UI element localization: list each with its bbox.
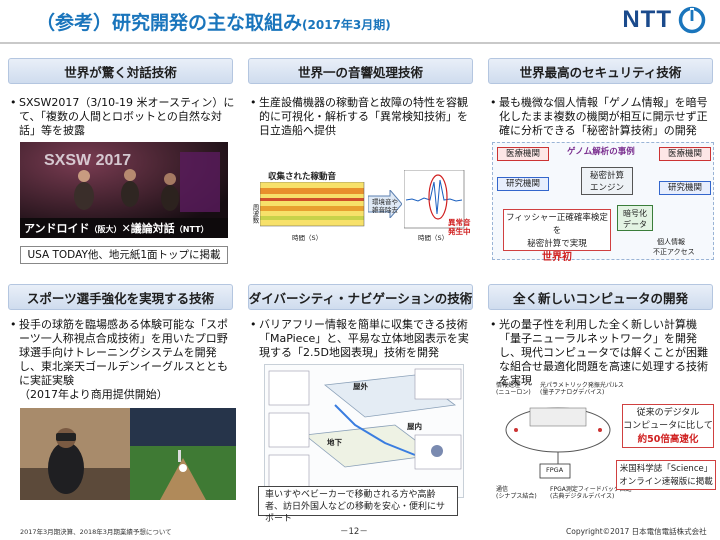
desc-sound: •生産設備機器の稼動音と故障の特性を容観的に可視化・解析する「異常検知技術」を日… bbox=[250, 96, 473, 138]
vr-headset-user-illustration bbox=[20, 408, 130, 500]
fisher-line-a: フィッシャー正確確率検定を bbox=[506, 213, 608, 236]
navigation-map: 屋外 地下 屋内 bbox=[264, 364, 464, 498]
ntt-logo-icon bbox=[678, 6, 706, 34]
sxsw-photo: SXSW 2017 アンドロイド（阪大）✕議論対話（NTT） bbox=[20, 142, 228, 238]
qnn-label-synapse: 通信 (シナプス結合) bbox=[496, 486, 537, 500]
page-number: －12－ bbox=[340, 527, 368, 537]
qnn-diagram: 情報処理 (ニューロン) 光パラメトリック発振光パルス (量子アナログデバイス)… bbox=[496, 382, 632, 512]
org-research-b: 研究機関 bbox=[659, 181, 711, 195]
caption-android: アンドロイド bbox=[24, 222, 90, 235]
sxsw-sign: SXSW 2017 bbox=[44, 152, 132, 169]
science-box: 米国科学誌「Science」 オンライン速報版に掲載 bbox=[616, 460, 716, 490]
vr-training-photo bbox=[20, 408, 130, 500]
leak-label: 個人情報 bbox=[657, 238, 685, 246]
navigation-caption: 車いすやベビーカーで移動される方や高齢者、訪日外国人などの移動を安心・便利にサポ… bbox=[258, 486, 458, 524]
fiber-loop-illustration bbox=[505, 407, 611, 479]
qnn-neuron-a: 情報処理 bbox=[496, 382, 521, 389]
heading-computer: 全く新しいコンピュータの開発 bbox=[488, 284, 713, 310]
engine-label-b: エンジン bbox=[589, 183, 624, 193]
qnn-feedback-a: FPGA測定フィードバック回路 bbox=[550, 486, 632, 493]
world-first-label: 世界初 bbox=[542, 252, 572, 263]
data-label-b: データ bbox=[623, 220, 647, 229]
sxsw-stage-illustration bbox=[20, 142, 228, 238]
heading-dialogue: 世界が驚く対話技術 bbox=[8, 58, 233, 84]
heading-sound: 世界一の音響処理技術 bbox=[248, 58, 473, 84]
fpga-label: FPGA bbox=[546, 466, 564, 474]
page-title-period: (2017年3月期) bbox=[302, 18, 391, 32]
fisher-line-b: 秘密計算で実現 bbox=[527, 239, 587, 249]
baseball-stadium-illustration bbox=[130, 408, 236, 500]
qnn-neuron-b: (ニューロン) bbox=[496, 389, 531, 396]
unauthorized-access-label: 不正アクセス bbox=[653, 248, 695, 256]
photo-caption: アンドロイド（阪大）✕議論対話（NTT） bbox=[24, 220, 209, 236]
process-label: 環境音や雑音除去 bbox=[372, 198, 398, 214]
anomaly-plot bbox=[404, 170, 465, 229]
qnn-label-opo: 光パラメトリック発振光パルス (量子アナログデバイス) bbox=[540, 382, 624, 396]
spectrogram bbox=[260, 182, 365, 227]
speedup-line-b: コンピュータに比して bbox=[623, 421, 713, 431]
map-label-indoor: 屋内 bbox=[407, 422, 422, 431]
qnn-opo-b: (量子アナログデバイス) bbox=[540, 389, 605, 396]
sound-chart-title: 収集された稼動音 bbox=[268, 172, 337, 182]
qnn-synapse-a: 通信 bbox=[496, 486, 509, 493]
qnn-label-neuron: 情報処理 (ニューロン) bbox=[496, 382, 531, 396]
anomaly-label: 異常音発生中 bbox=[448, 218, 471, 236]
desc-computer-text: 光の量子性を利用した全く新しい計算機「量子ニューラルネットワーク」を開発し、現代… bbox=[499, 318, 708, 387]
header-bar: （参考）研究開発の主な取組み(2017年3月期) NTT bbox=[0, 0, 720, 42]
time-axis-label-a: 時間（S） bbox=[292, 234, 323, 242]
encrypted-data: 暗号化 データ bbox=[617, 205, 653, 231]
fisher-test-box: フィッシャー正確確率検定を 秘密計算で実現 世界初 bbox=[503, 209, 611, 263]
desc-dialogue: •SXSW2017（3/10-19 米オースティン）にて、「複数の人間とロボット… bbox=[10, 96, 235, 137]
desc-security: •最も機微な個人情報「ゲノム情報」を暗号化したまま複数の機関が相互に開示せず正確… bbox=[490, 96, 715, 138]
map-label-outdoor: 屋外 bbox=[353, 382, 368, 391]
qnn-feedback-b: (古典デジタルデバイス) bbox=[550, 493, 615, 500]
ntt-logo: NTT bbox=[622, 6, 706, 34]
pitch-view-photo bbox=[130, 408, 236, 500]
genome-case-title: ゲノム解析の事例 bbox=[567, 147, 635, 157]
qnn-opo-a: 光パラメトリック発振光パルス bbox=[540, 382, 624, 389]
desc-sports: •投手の球筋を臨場感ある体験可能な「スポーツ一人称視点合成技術」を用いたプロ野球… bbox=[10, 318, 235, 402]
science-line-b: オンライン速報版に掲載 bbox=[619, 477, 713, 487]
desc-navigation: •バリアフリー情報を簡単に収集できる技術「MaPiece」と、平易な立体地図表示… bbox=[250, 318, 475, 360]
logo-text: NTT bbox=[622, 6, 672, 33]
page-title: （参考）研究開発の主な取組み(2017年3月期) bbox=[36, 8, 391, 35]
desc-navigation-text: バリアフリー情報を簡単に収集できる技術「MaPiece」と、平易な立体地図表示を… bbox=[259, 318, 469, 359]
org-medical-a: 医療機関 bbox=[497, 147, 549, 161]
security-diagram: ゲノム解析の事例 医療機関 研究機関 医療機関 研究機関 秘密計算 エンジン 暗… bbox=[492, 142, 714, 263]
caption-ntt: （NTT） bbox=[174, 225, 209, 234]
desc-sports-text: 投手の球筋を臨場感ある体験可能な「スポーツ一人称視点合成技術」を用いたプロ野球選… bbox=[19, 318, 228, 387]
footer-left: 2017年3月期決算、2018年3月期業績予想について bbox=[20, 528, 172, 536]
footer-copyright: Copyright©2017 日本電信電話株式会社 bbox=[566, 527, 707, 536]
media-note: USA TODAY他、地元紙1面トップに掲載 bbox=[20, 246, 228, 264]
caption-debate: ✕議論対話 bbox=[121, 222, 175, 235]
qnn-synapse-b: (シナプス結合) bbox=[496, 493, 537, 500]
science-line-a: 米国科学誌「Science」 bbox=[619, 464, 713, 474]
desc-security-text: 最も機微な個人情報「ゲノム情報」を暗号化したまま複数の機関が相互に開示せず正確に… bbox=[499, 96, 708, 137]
org-medical-b: 医療機関 bbox=[659, 147, 711, 161]
speedup-line-a: 従来のデジタル bbox=[636, 408, 700, 418]
desc-sports-sub: （2017年より商用提供開始） bbox=[19, 388, 168, 401]
page-title-main: （参考）研究開発の主な取組み bbox=[36, 12, 303, 34]
map-label-underground: 地下 bbox=[327, 438, 342, 447]
desc-computer: •光の量子性を利用した全く新しい計算機「量子ニューラルネットワーク」を開発し、現… bbox=[490, 318, 715, 388]
heading-sports: スポーツ選手強化を実現する技術 bbox=[8, 284, 233, 310]
speedup-box: 従来のデジタル コンピュータに比して 約50倍高速化 bbox=[622, 404, 714, 448]
map-2-5d-illustration bbox=[268, 368, 462, 490]
data-label-a: 暗号化 bbox=[623, 209, 647, 218]
time-axis-label-b: 時間（S） bbox=[418, 234, 449, 242]
desc-dialogue-text: SXSW2017（3/10-19 米オースティン）にて、「複数の人間とロボットと… bbox=[19, 96, 235, 137]
qnn-label-feedback: FPGA測定フィードバック回路 (古典デジタルデバイス) bbox=[550, 486, 632, 500]
freq-axis-label: 周波数 bbox=[251, 204, 259, 224]
engine-label-a: 秘密計算 bbox=[589, 171, 624, 181]
sound-diagram: 収集された稼動音 周波数 時間（S） 環境音や雑音除去 時間（S） 異常音発生中 bbox=[250, 152, 472, 256]
desc-sound-text: 生産設備機器の稼動音と故障の特性を容観的に可視化・解析する「異常検知技術」を日立… bbox=[259, 96, 468, 137]
header-divider bbox=[0, 42, 720, 44]
heading-security: 世界最高のセキュリティ技術 bbox=[488, 58, 713, 84]
speedup-line-c: 約50倍高速化 bbox=[637, 434, 699, 445]
org-research-a: 研究機関 bbox=[497, 177, 549, 191]
caption-osaka: （阪大） bbox=[89, 225, 122, 234]
secure-engine: 秘密計算 エンジン bbox=[581, 167, 633, 195]
heading-navigation: ダイバーシティ・ナビゲーションの技術 bbox=[248, 284, 473, 310]
process-arrow bbox=[368, 190, 402, 218]
